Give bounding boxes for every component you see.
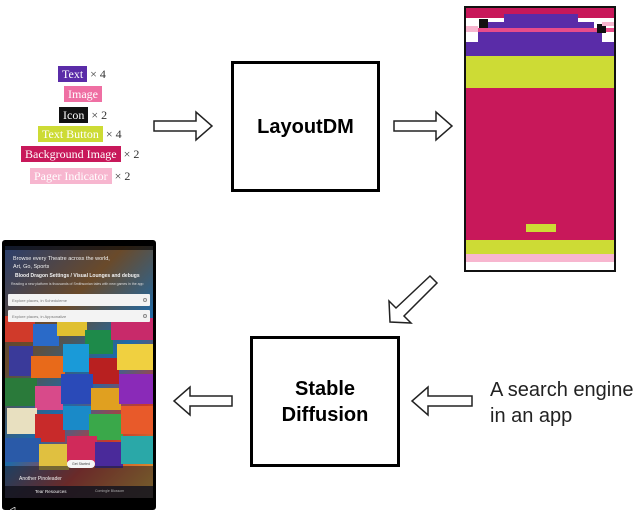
- layout-text-4: [466, 42, 614, 56]
- get-started-button[interactable]: Get Started: [67, 460, 95, 468]
- prompt-line2: in an app: [490, 405, 573, 427]
- bottom-tab-bar: Tear Resources Comingle Blossom: [5, 486, 153, 498]
- generated-ui-screen: Browse every Theatre across the world, A…: [5, 246, 153, 498]
- arrow-prompt-to-diffusion: [410, 385, 473, 417]
- get-started-label: Get Started: [72, 462, 90, 466]
- layout-background-image-main: [466, 88, 614, 240]
- legend-row-text-button: Text Button × 4: [38, 126, 122, 142]
- search-bar-2[interactable]: Explore places, in Appsonalize: [8, 310, 150, 322]
- legend-count-pager-indicator: × 2: [114, 168, 131, 183]
- legend-chip-image: Image: [64, 86, 102, 102]
- arrow-layoutdm-to-layout: [393, 110, 454, 142]
- stable-diffusion-label-line2: Diffusion: [281, 403, 369, 426]
- legend-chip-text-button: Text Button: [38, 126, 103, 142]
- stable-diffusion-box: Stable Diffusion: [250, 336, 400, 467]
- legend-row-text: Text × 4: [58, 66, 106, 82]
- bottom-label: Another Pinoleader: [19, 476, 62, 482]
- legend-row-image: Image: [64, 86, 102, 102]
- layoutdm-box: LayoutDM: [231, 61, 380, 192]
- layout-icon-left: [479, 19, 488, 28]
- arrow-diffusion-to-ui: [172, 385, 233, 417]
- layout-text-button-small: [526, 224, 556, 232]
- layout-pager-dot-left: [466, 26, 478, 32]
- legend-count-text-button: × 4: [105, 126, 122, 141]
- layoutdm-label: LayoutDM: [257, 115, 354, 138]
- arrow-layout-to-diffusion: [388, 274, 439, 324]
- tab-tear-resources[interactable]: Tear Resources: [35, 489, 67, 494]
- layout-text-1: [504, 14, 578, 24]
- layout-background-image-top: [466, 8, 614, 18]
- layout-pager-indicator: [466, 254, 614, 262]
- legend-row-icon: Icon × 2: [59, 107, 107, 123]
- prompt-line1: A search engine: [490, 379, 634, 401]
- arrow-legend-to-layoutdm: [153, 110, 214, 142]
- layout-text-button-bottom: [466, 240, 614, 254]
- layout-text-2: [486, 22, 594, 28]
- search-bar-1-text: Explore places, in Scheduleme: [12, 298, 67, 303]
- layout-pager-dot-right: [602, 22, 614, 26]
- header-title: Blood Dragon Settings / Visual Lounges a…: [15, 273, 140, 279]
- back-nav-icon[interactable]: [9, 500, 16, 510]
- legend-chip-icon: Icon: [59, 107, 89, 123]
- legend-count-icon: × 2: [91, 107, 108, 122]
- legend-chip-pager-indicator: Pager Indicator: [30, 168, 112, 184]
- layout-text-button-top: [466, 56, 614, 88]
- search-bar-2-text: Explore places, in Appsonalize: [12, 314, 67, 319]
- header-line1: Browse every Theatre across the world,: [13, 256, 110, 262]
- search-icon: [143, 298, 147, 302]
- legend-count-text: × 4: [90, 66, 106, 81]
- header-description: Reading a new platform is thousands of S…: [11, 282, 144, 286]
- stable-diffusion-label-line1: Stable: [294, 377, 356, 400]
- status-bar: [5, 246, 153, 250]
- tab-comingle-blossom[interactable]: Comingle Blossom: [95, 489, 125, 493]
- generated-layout: [464, 6, 616, 272]
- header-line2: Art, Go, Sports: [13, 264, 50, 270]
- generated-ui-tablet: Browse every Theatre across the world, A…: [2, 240, 156, 510]
- legend-chip-text: Text: [58, 66, 88, 82]
- legend-chip-background-image: Background Image: [21, 146, 121, 162]
- search-icon: [143, 314, 147, 318]
- legend-row-pager-indicator: Pager Indicator × 2: [30, 168, 130, 184]
- legend-row-background-image: Background Image × 2: [21, 146, 139, 162]
- layout-text-3: [478, 32, 602, 42]
- legend-count-background-image: × 2: [123, 146, 140, 161]
- layout-image-strip: [466, 28, 614, 32]
- search-bar-1[interactable]: Explore places, in Scheduleme: [8, 294, 150, 306]
- layout-icon-right: [597, 24, 606, 33]
